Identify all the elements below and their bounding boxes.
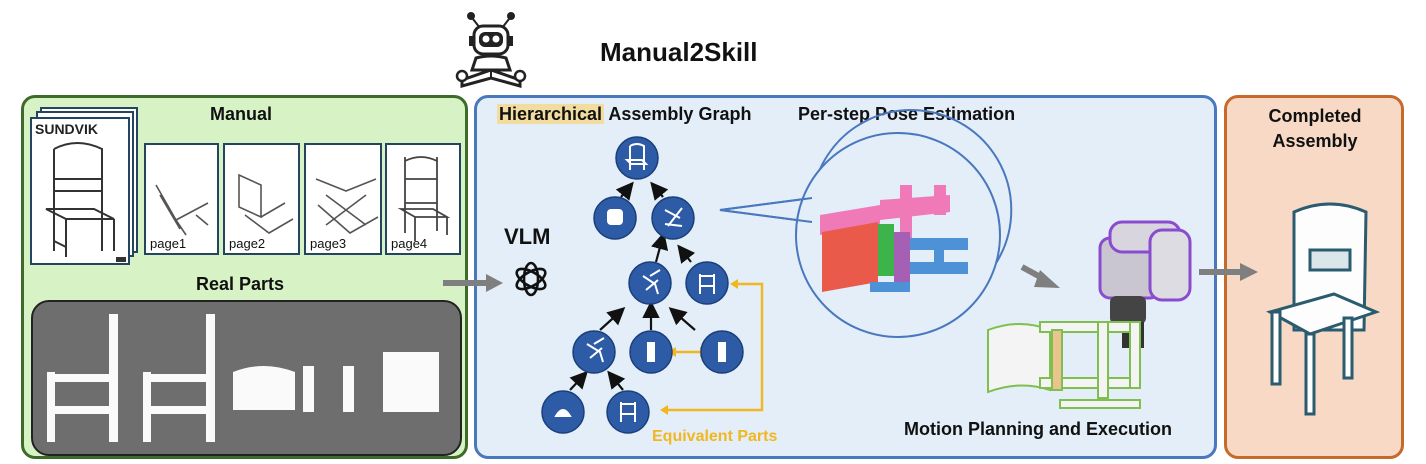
graph-node-leg-frame — [606, 390, 650, 434]
graph-node-back-frame — [685, 261, 729, 305]
page-caption: page1 — [150, 236, 187, 251]
point-cloud-icon — [820, 185, 968, 292]
page4-drawing-icon — [397, 156, 451, 241]
real-parts-heading: Real Parts — [196, 274, 285, 294]
hierarchical-highlight: Hierarchical — [497, 104, 605, 124]
manual-page-2: page2 — [223, 143, 300, 255]
manual-heading: Manual — [210, 104, 273, 124]
graph-node-subassembly-2 — [628, 261, 672, 305]
graph-node-root — [615, 136, 659, 180]
graph-heading-rest: Assembly Graph — [604, 104, 752, 124]
chair-parts-icon — [47, 314, 439, 442]
page-caption: page3 — [310, 236, 347, 251]
robot-reading-icon — [448, 10, 534, 90]
page-title: Manual2Skill — [600, 37, 758, 67]
graph-node-subassembly-3 — [572, 330, 616, 374]
openai-logo-icon — [510, 258, 552, 300]
pose-heading: Per-step Pose Estimation — [798, 104, 1016, 124]
manual-stack: SUNDVIK — [30, 107, 140, 265]
completed-heading-2: Assembly — [1272, 131, 1358, 151]
motion-heading: Motion Planning and Execution — [904, 419, 1172, 439]
manual-page-1: page1 — [144, 143, 219, 255]
page-caption: page2 — [229, 236, 266, 251]
page1-drawing-icon — [155, 184, 209, 236]
vlm-label: VLM — [504, 224, 551, 249]
manual-page-4: page4 — [385, 143, 461, 255]
page-caption: page4 — [391, 236, 428, 251]
page3-drawing-icon — [315, 178, 379, 234]
page2-drawing-icon — [238, 173, 294, 234]
real-parts-photo — [31, 300, 462, 456]
chair-drawing-icon — [45, 142, 126, 262]
equivalent-parts-label: Equivalent Parts — [652, 428, 778, 445]
graph-heading: Hierarchical Assembly Graph — [497, 104, 751, 125]
chair-frame-assembly — [987, 321, 1141, 409]
manual-page-3: page3 — [304, 143, 382, 255]
completed-heading-1: Completed — [1268, 106, 1362, 126]
manual-cover-title: SUNDVIK — [35, 121, 99, 137]
